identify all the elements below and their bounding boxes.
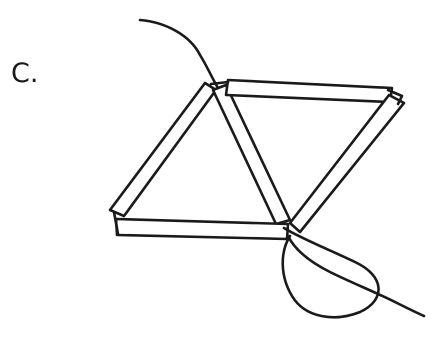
straw-bottom xyxy=(116,219,288,239)
thread-loop-inner xyxy=(288,236,424,316)
thread-start xyxy=(140,20,218,88)
straw-middle-diagonal xyxy=(213,85,290,224)
straw-right xyxy=(290,95,404,232)
straw-top xyxy=(226,80,392,102)
straw-left xyxy=(110,83,216,216)
